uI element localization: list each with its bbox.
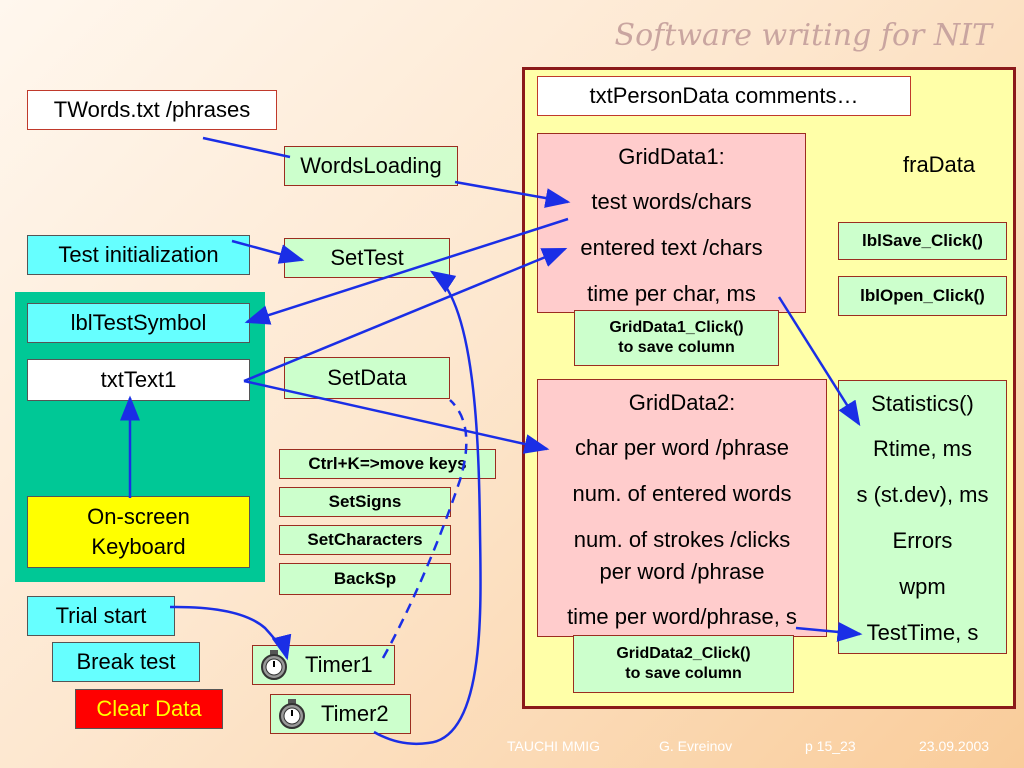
lbltestsymbol-label: lblTestSymbol	[27, 303, 250, 343]
statistics-line: wpm	[899, 574, 946, 599]
griddata1-line: entered text /chars	[580, 235, 763, 260]
griddata2[interactable]: GridData2: char per word /phrase num. of…	[537, 379, 827, 637]
statistics-line: Statistics()	[871, 391, 974, 416]
griddata2-click-sub: to save column	[625, 665, 742, 682]
statistics-proc: Statistics() Rtime, ms s (st.dev), ms Er…	[838, 380, 1007, 654]
timer2-control: Timer2	[270, 694, 411, 734]
test-init-button[interactable]: Test initialization	[27, 235, 250, 275]
footer-page: p 15_23	[805, 738, 856, 754]
griddata1-click-sub: to save column	[618, 339, 735, 356]
stopwatch-icon	[279, 699, 305, 729]
griddata2-click-label: GridData2_Click()	[616, 645, 751, 662]
statistics-line: Errors	[892, 528, 953, 553]
griddata1-click-label: GridData1_Click()	[609, 319, 744, 336]
griddata1-line: GridData1:	[618, 144, 725, 169]
keyboard-label-1: On-screen	[87, 504, 190, 529]
statistics-line: s (st.dev), ms	[856, 482, 989, 507]
griddata1-line: time per char, ms	[587, 281, 756, 306]
trial-start-button[interactable]: Trial start	[27, 596, 175, 636]
griddata1-click-note: GridData1_Click() to save column	[574, 310, 779, 366]
ctrlk-proc: Ctrl+K=>move keys	[279, 449, 496, 479]
break-test-button[interactable]: Break test	[52, 642, 200, 682]
timer2-label: Timer2	[321, 701, 389, 726]
settest-proc: SetTest	[284, 238, 450, 278]
fradata-label: fraData	[903, 152, 976, 177]
statistics-line: TestTime, s	[866, 620, 979, 645]
slide-title: Software writing for NIT	[614, 18, 992, 53]
setcharacters-proc: SetCharacters	[279, 525, 451, 555]
footer-author: G. Evreinov	[659, 738, 733, 754]
txttext1-field[interactable]: txtText1	[27, 359, 250, 401]
footer-org: TAUCHI MMIG	[507, 738, 601, 754]
griddata2-line: num. of entered words	[572, 481, 792, 506]
griddata1-line: test words/chars	[591, 189, 752, 214]
txtpersondata-field[interactable]: txtPersonData comments…	[537, 76, 911, 116]
timer1-control: Timer1	[252, 645, 395, 685]
wordsloading-proc: WordsLoading	[284, 146, 458, 186]
griddata2-line: GridData2:	[628, 390, 736, 415]
griddata2-line: time per word/phrase, s	[567, 604, 797, 629]
statistics-line: Rtime, ms	[873, 436, 972, 461]
twords-file: TWords.txt /phrases	[27, 90, 277, 130]
griddata2-line: char per word /phrase	[575, 435, 789, 460]
arrow-twords-wordsloading	[202, 136, 291, 159]
griddata2-line: per word /phrase	[599, 559, 765, 584]
stopwatch-icon	[261, 650, 287, 680]
keyboard-label-2: Keyboard	[91, 534, 186, 559]
griddata2-line: num. of strokes /clicks	[573, 527, 791, 552]
timer1-label: Timer1	[305, 652, 373, 677]
setdata-proc: SetData	[284, 357, 450, 399]
footer-date: 23.09.2003	[919, 738, 990, 754]
backsp-proc: BackSp	[279, 563, 451, 595]
lblopen-button[interactable]: lblOpen_Click()	[838, 276, 1007, 316]
griddata1[interactable]: GridData1: test words/chars entered text…	[537, 133, 806, 313]
lblsave-button[interactable]: lblSave_Click()	[838, 222, 1007, 260]
onscreen-keyboard[interactable]: On-screen Keyboard	[27, 496, 250, 568]
clear-data-button[interactable]: Clear Data	[75, 689, 223, 729]
griddata2-click-note: GridData2_Click() to save column	[573, 635, 794, 693]
setsigns-proc: SetSigns	[279, 487, 451, 517]
